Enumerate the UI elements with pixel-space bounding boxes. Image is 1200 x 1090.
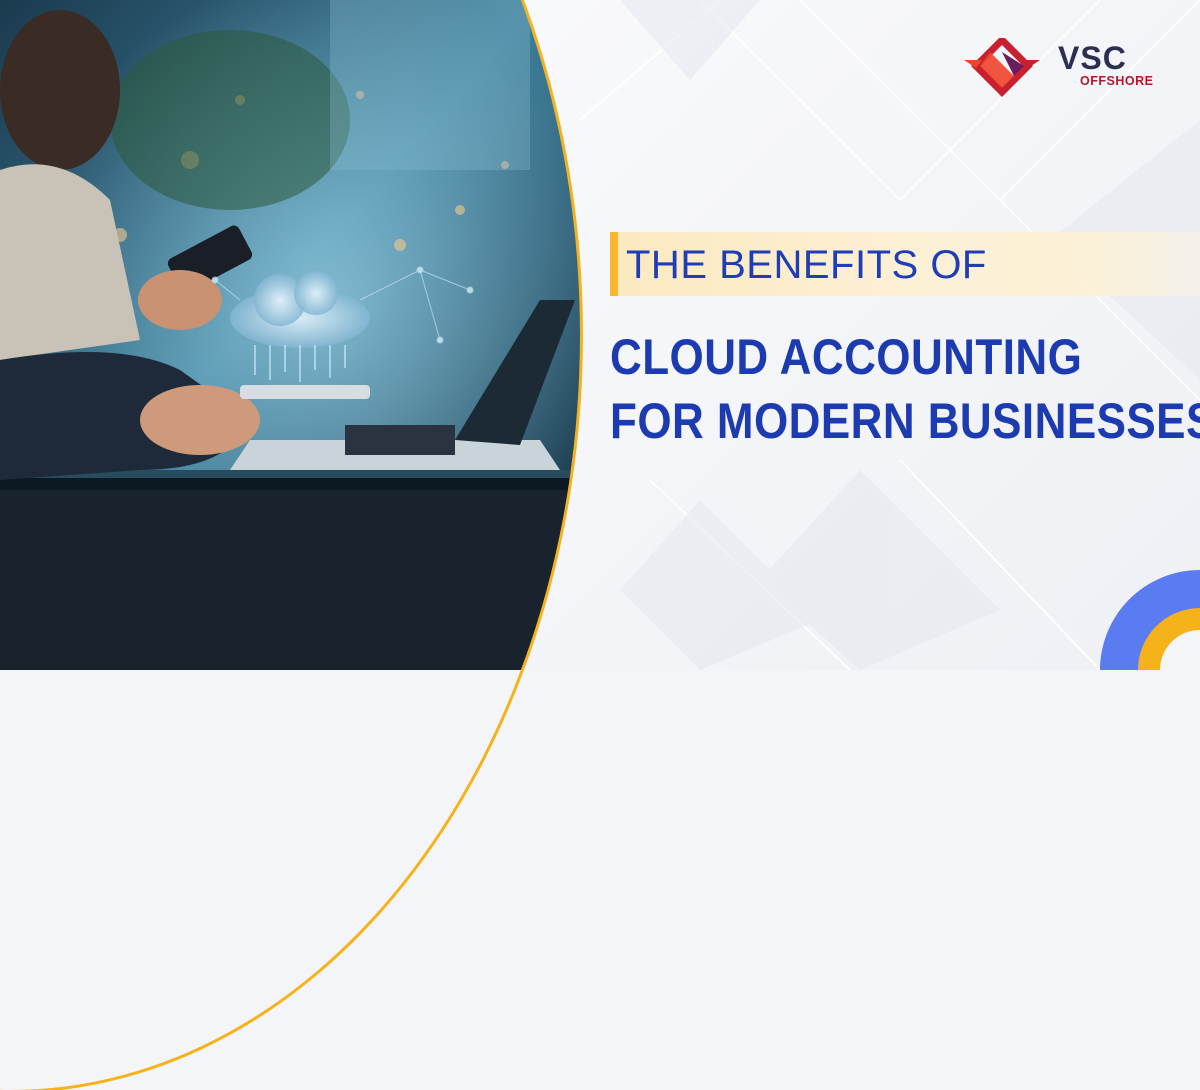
cloud-hologram-icon: [211, 266, 474, 382]
subtitle-band: [610, 232, 1200, 296]
background-geometric-pattern: [579, 0, 1200, 670]
logo-tagline: OFFSHORE: [1080, 74, 1154, 88]
photo-icon: [0, 0, 580, 670]
diamond-logo-icon: [964, 38, 1040, 97]
page-title: CLOUD ACCOUNTING FOR MODERN BUSINESSES: [610, 325, 1200, 453]
title-line-1: CLOUD ACCOUNTING: [610, 329, 1083, 385]
brand-logo: VSC OFFSHORE: [962, 38, 1182, 102]
photo-circle-frame: [0, 0, 580, 1090]
corner-decoration: [1100, 570, 1200, 670]
title-line-2: FOR MODERN BUSINESSES: [610, 393, 1200, 449]
subtitle: THE BENEFITS OF: [626, 243, 987, 287]
logo-brand-text: VSC: [1058, 40, 1127, 76]
